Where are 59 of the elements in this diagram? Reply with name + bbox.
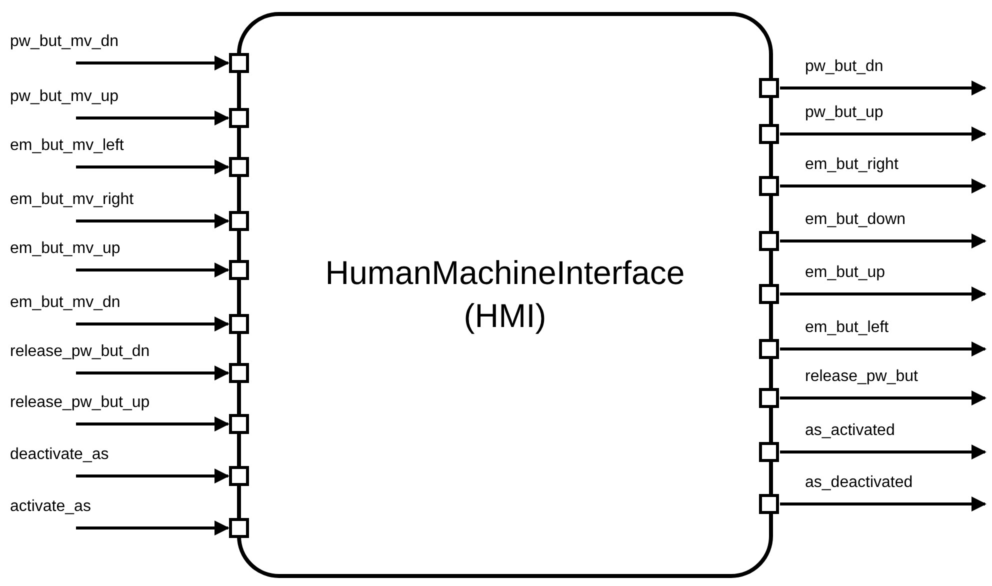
signal-arrow	[76, 214, 230, 228]
port-square	[229, 414, 249, 434]
signal-arrow	[76, 262, 230, 278]
signal-label: release_pw_but_up	[10, 394, 150, 412]
signal-label: em_but_mv_right	[10, 191, 134, 209]
component-name: HumanMachineInterface (HMI)	[324, 253, 686, 336]
signal-label: activate_as	[10, 498, 91, 516]
port-square	[229, 260, 249, 280]
port-square	[229, 157, 249, 177]
port-square	[229, 466, 249, 486]
signal-arrow	[76, 366, 230, 380]
signal-label: em_but_down	[805, 211, 906, 229]
signal-label: release_pw_but_dn	[10, 343, 150, 361]
port-square	[759, 78, 779, 98]
signal-arrow	[780, 496, 986, 512]
signal-label: em_but_left	[805, 319, 889, 337]
port-square	[229, 518, 249, 538]
component-block	[237, 12, 773, 578]
signal-label: em_but_mv_dn	[10, 294, 120, 312]
signal-arrow	[780, 234, 986, 248]
port-square	[759, 124, 779, 144]
signal-arrow	[76, 160, 230, 174]
signal-arrow	[780, 342, 986, 356]
signal-arrow	[76, 416, 230, 432]
port-square	[759, 176, 779, 196]
signal-label: em_but_mv_up	[10, 240, 120, 258]
signal-label: pw_but_up	[805, 104, 884, 122]
signal-label: pw_but_mv_dn	[10, 33, 119, 51]
port-square	[229, 363, 249, 383]
signal-arrow	[76, 56, 230, 70]
signal-arrow	[780, 178, 986, 194]
signal-label: em_but_up	[805, 264, 886, 282]
signal-label: as_activated	[805, 422, 895, 440]
signal-arrow	[780, 126, 986, 142]
signal-arrow	[76, 316, 230, 332]
signal-arrow	[76, 110, 230, 126]
signal-label: as_deactivated	[805, 474, 913, 492]
signal-label: pw_but_dn	[805, 58, 884, 76]
signal-label: deactivate_as	[10, 446, 109, 464]
port-square	[759, 284, 779, 304]
signal-label: release_pw_but	[805, 368, 918, 386]
signal-arrow	[76, 520, 230, 536]
port-square	[229, 211, 249, 231]
port-square	[759, 388, 779, 408]
port-square	[759, 339, 779, 359]
port-square	[229, 314, 249, 334]
port-square	[759, 231, 779, 251]
port-square	[229, 53, 249, 73]
port-square	[759, 494, 779, 514]
signal-label: em_but_mv_left	[10, 137, 124, 155]
signal-label: em_but_right	[805, 156, 898, 174]
port-square	[759, 442, 779, 462]
port-square	[229, 108, 249, 128]
signal-arrow	[76, 468, 230, 484]
signal-arrow	[780, 286, 986, 302]
signal-label: pw_but_mv_up	[10, 88, 119, 106]
signal-arrow	[780, 390, 986, 406]
signal-arrow	[780, 444, 986, 460]
signal-arrow	[780, 80, 986, 96]
